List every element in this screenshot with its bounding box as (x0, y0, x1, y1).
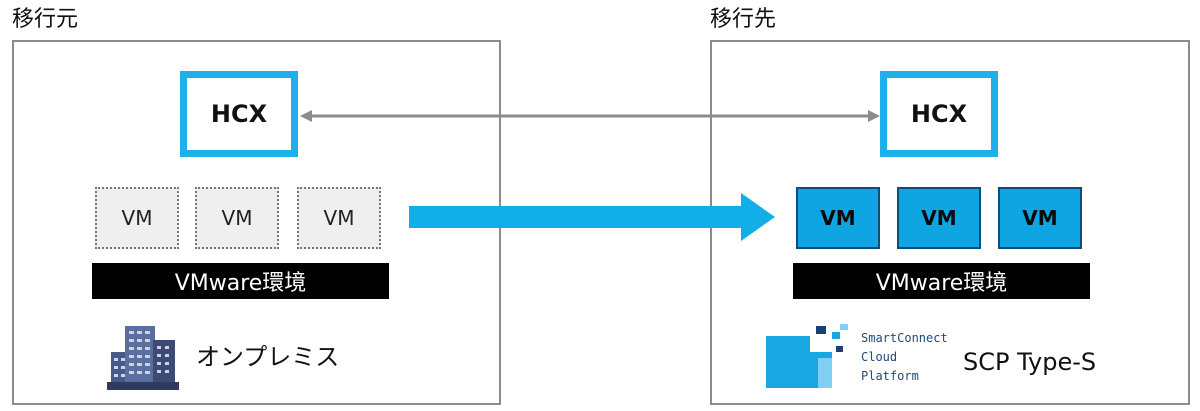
destination-vm-3: VM (998, 187, 1082, 249)
destination-platform-label: SCP Type-S (963, 348, 1097, 376)
source-vm-1: VM (95, 187, 179, 249)
source-vm-3: VM (297, 187, 381, 249)
logo-line-3: Platform (861, 369, 919, 383)
source-env-bar: VMware環境 (92, 263, 389, 299)
destination-hcx-box: HCX (880, 71, 998, 157)
destination-vm-2: VM (897, 187, 981, 249)
source-vm-2: VM (195, 187, 279, 249)
source-hcx-box: HCX (180, 71, 298, 157)
hcx-link-arrow (300, 110, 880, 122)
destination-title: 移行先 (710, 7, 777, 32)
migration-arrow (409, 193, 775, 241)
smartconnect-cloud-platform-logo (766, 324, 848, 388)
logo-line-2: Cloud (861, 350, 898, 364)
destination-env-bar: VMware環境 (793, 263, 1090, 299)
source-platform-label: オンプレミス (196, 343, 340, 371)
logo-line-1: SmartConnect (861, 331, 948, 345)
source-title: 移行元 (12, 7, 79, 32)
destination-vm-1: VM (796, 187, 880, 249)
office-building-icon (107, 326, 179, 390)
